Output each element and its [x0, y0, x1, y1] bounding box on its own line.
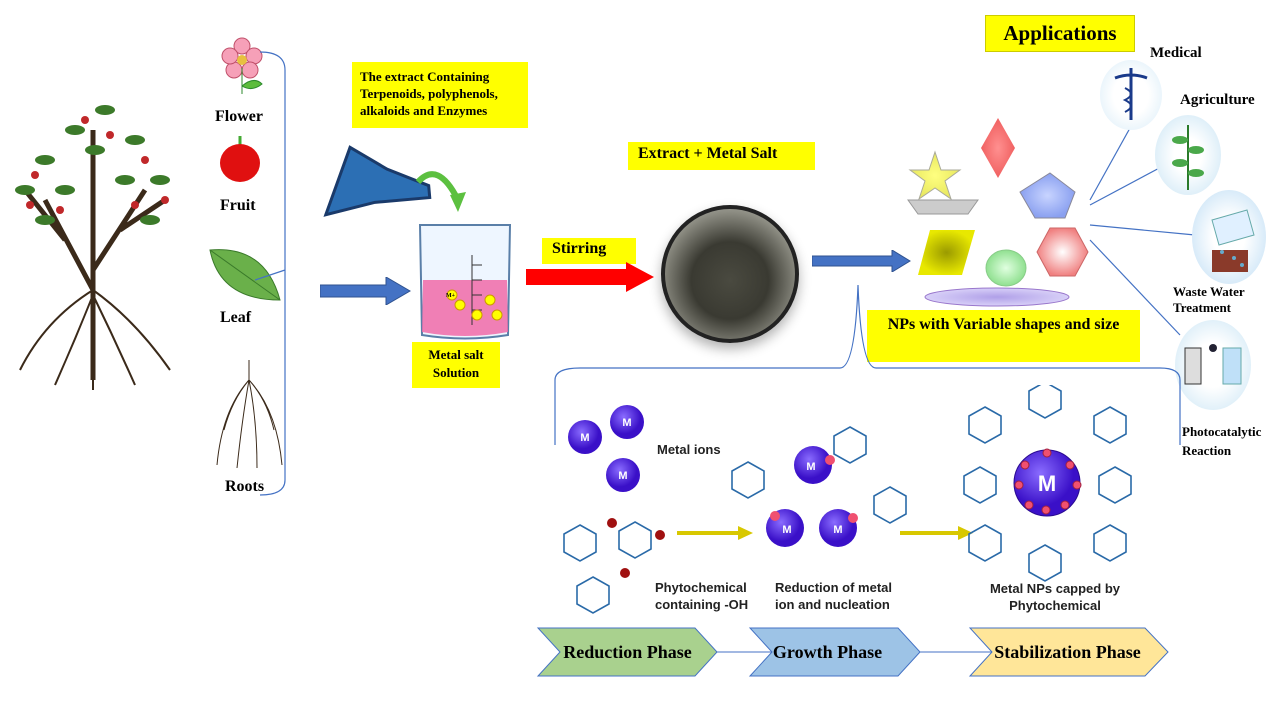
tree-icon — [15, 105, 171, 390]
capped-label: Metal NPs capped by Phytochemical — [989, 581, 1121, 613]
beaker-icon: M+ — [418, 224, 512, 340]
nanoparticle-shapes — [907, 118, 1089, 307]
metal-symbol: M — [622, 417, 631, 429]
applications-title: Applications — [985, 15, 1135, 52]
leaf-icon — [209, 249, 281, 301]
source-leaf: Leaf — [220, 309, 252, 326]
medical-icon — [1100, 60, 1162, 130]
beaker-ion-label: M+ — [446, 293, 456, 299]
source-flower: Flower — [215, 108, 263, 125]
stirring-arrow-icon — [526, 262, 654, 292]
flask-icon — [323, 145, 466, 217]
app-photocatalytic: Photocatalytic Reaction — [1182, 424, 1262, 458]
metal-symbol-large: M — [1038, 471, 1056, 496]
reaction-photo — [661, 205, 799, 343]
phase-chevrons — [536, 627, 1169, 677]
source-fruit: Fruit — [220, 197, 256, 214]
metal-symbol: M — [782, 524, 791, 536]
arrow-right-icon — [320, 277, 411, 305]
extract-box: The extract Containing Terpenoids, polyp… — [352, 62, 528, 128]
roots-icon — [216, 360, 283, 469]
app-agriculture: Agriculture — [1180, 92, 1255, 108]
mechanism-brace — [554, 284, 1181, 445]
waste-water-icon — [1192, 190, 1266, 284]
flower-icon — [221, 37, 263, 94]
reduction-label: Reduction of metal ion and nucleation — [775, 580, 893, 612]
app-medical: Medical — [1150, 45, 1202, 61]
stirring-box: Stirring — [542, 238, 636, 264]
phase-reduction: Reduction Phase — [563, 641, 692, 662]
metal-symbol: M — [833, 524, 842, 536]
extract-metal-box: Extract + Metal Salt — [628, 142, 815, 170]
agriculture-icon — [1155, 115, 1221, 195]
mechanism-diagram: M M M M M M M — [563, 385, 1132, 614]
nps-box: NPs with Variable shapes and size — [867, 310, 1140, 362]
metal-symbol: M — [618, 470, 627, 482]
fruit-icon — [220, 136, 260, 182]
photocatalytic-icon — [1175, 320, 1251, 410]
metal-salt-box: Metal salt Solution — [412, 342, 500, 388]
metal-symbol: M — [806, 461, 815, 473]
phase-stabilization: Stabilization Phase — [994, 641, 1141, 662]
source-roots: Roots — [225, 478, 265, 495]
metal-ions-label: Metal ions — [657, 442, 721, 457]
app-waste-water: Waste Water Treatment — [1173, 284, 1245, 315]
metal-symbol: M — [580, 432, 589, 444]
phase-growth: Growth Phase — [772, 641, 883, 662]
arrow-right-icon — [812, 250, 911, 272]
metal-ions — [568, 405, 644, 492]
phytochemical-label: Phytochemical containing -OH — [655, 580, 749, 612]
source-bracket — [255, 51, 286, 496]
application-arrows — [1089, 109, 1196, 336]
